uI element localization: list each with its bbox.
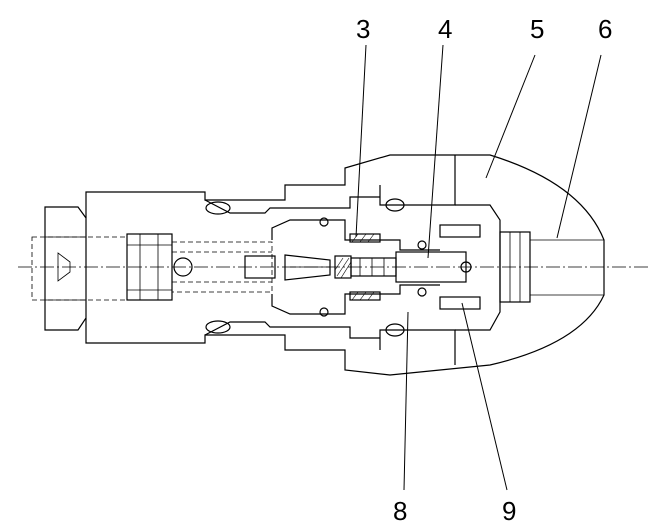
callout-6: 6 (598, 14, 612, 44)
callout-9: 9 (502, 496, 516, 526)
poppet (271, 219, 440, 315)
pilot-stem (350, 224, 481, 310)
spring-chamber (171, 241, 276, 293)
hex-nut (31, 206, 128, 331)
seat-hatching (334, 233, 381, 301)
callout-4: 4 (438, 14, 452, 44)
leader-lines (355, 44, 602, 491)
callout-3: 3 (356, 14, 370, 44)
o-rings (205, 198, 427, 337)
housing (85, 154, 605, 376)
callout-8: 8 (393, 496, 407, 526)
callout-5: 5 (530, 14, 544, 44)
